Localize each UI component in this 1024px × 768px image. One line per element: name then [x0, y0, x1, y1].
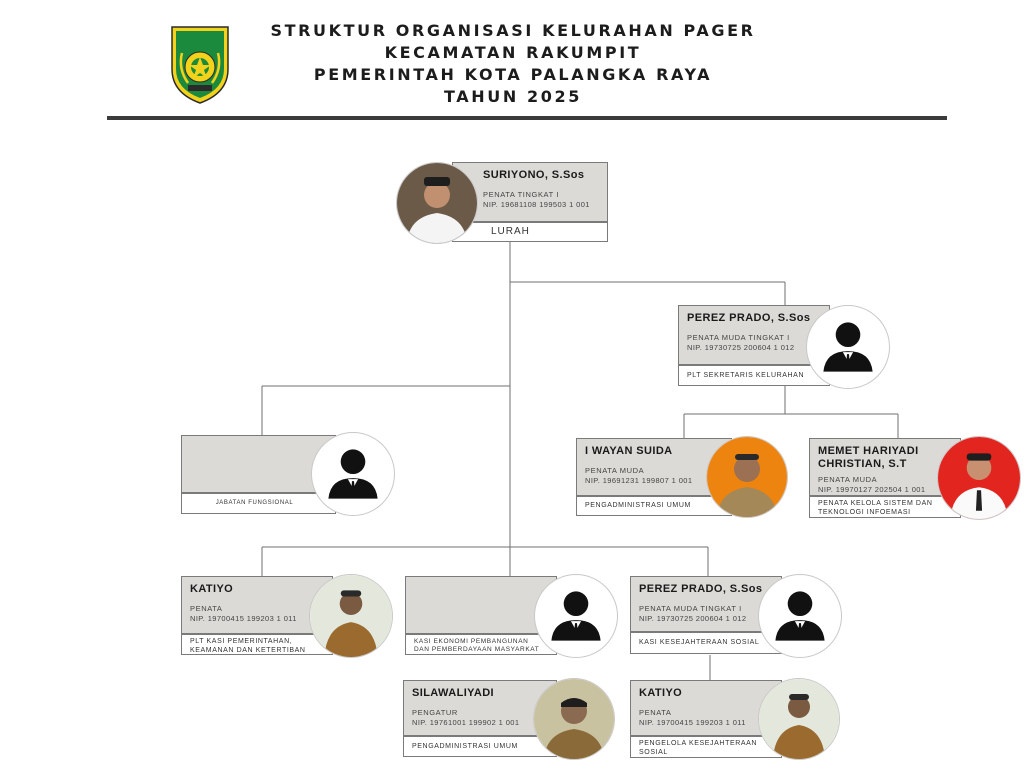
role-box: LURAH	[452, 222, 608, 242]
person-placeholder-icon	[806, 305, 890, 389]
role-line-1: PENATA KELOLA SISTEM DAN	[818, 500, 933, 507]
node-memet-hariyadi: MEMET HARIYADI CHRISTIAN, S.T PENATA MUD…	[809, 436, 1021, 520]
person-name: SILAWALIYADI	[412, 687, 495, 699]
person-rank: PENATA MUDA	[585, 466, 645, 475]
person-name: PEREZ PRADO, S.Sos	[687, 312, 811, 324]
name-box: SILAWALIYADI PENGATUR NIP. 19761001 1999…	[403, 680, 557, 736]
node-jabatan-fungsional: JABATAN FUNGSIONAL	[181, 432, 395, 516]
person-nip: NIP. 19730725 200604 1 012	[687, 343, 795, 352]
name-box: MEMET HARIYADI CHRISTIAN, S.T PENATA MUD…	[809, 438, 961, 496]
node-silawaliyadi: SILAWALIYADI PENGATUR NIP. 19761001 1999…	[403, 678, 615, 760]
person-nip: NIP. 19681108 199503 1 001	[483, 200, 590, 209]
role-line-2: SOSIAL	[639, 749, 668, 756]
person-nip: NIP. 19761001 199902 1 001	[412, 718, 520, 727]
role-line-2: DAN PEMBERDAYAAN MASYARKAT	[414, 646, 540, 653]
name-box: KATIYO PENATA NIP. 19700415 199203 1 011	[181, 576, 333, 634]
role-box: PENGADMINISTRASI UMUM	[403, 736, 557, 757]
role-box: PENGADMINISTRASI UMUM	[576, 496, 732, 516]
node-kasi-kesejahteraan-sosial: PEREZ PRADO, S.Sos PENATA MUDA TINGKAT I…	[630, 574, 842, 658]
person-nip: NIP. 19700415 199203 1 011	[190, 614, 297, 623]
photo-icon	[937, 436, 1021, 520]
name-box: PEREZ PRADO, S.Sos PENATA MUDA TINGKAT I…	[630, 576, 782, 632]
person-nip: NIP. 19691231 199807 1 001	[585, 476, 693, 485]
name-box: KATIYO PENATA NIP. 19700415 199203 1 011	[630, 680, 782, 736]
role-box: KASI EKONOMI PEMBANGUNAN DAN PEMBERDAYAA…	[405, 634, 557, 655]
node-kasi-ekonomi: KASI EKONOMI PEMBANGUNAN DAN PEMBERDAYAA…	[405, 574, 618, 658]
city-emblem-logo	[168, 23, 232, 105]
title-line-1: STRUKTUR ORGANISASI KELURAHAN PAGER	[270, 21, 756, 40]
role-box: PENATA KELOLA SISTEM DAN TEKNOLOGI INFOE…	[809, 496, 961, 518]
photo-icon	[309, 574, 393, 658]
person-nip: NIP. 19970127 202504 1 001	[818, 485, 926, 494]
person-rank: PENATA	[639, 708, 672, 717]
node-lurah: SURIYONO, S.Sos PENATA TINGKAT I NIP. 19…	[396, 162, 608, 244]
title-line-4: TAHUN 2025	[444, 87, 582, 106]
person-rank: PENATA MUDA TINGKAT I	[687, 333, 790, 342]
role-box: PLT KASI PEMERINTAHAN, KEAMANAN DAN KETE…	[181, 634, 333, 655]
role-box: PENGELOLA KESEJAHTERAAN SOSIAL	[630, 736, 782, 758]
photo-icon	[706, 436, 788, 518]
role-box: JABATAN FUNGSIONAL	[181, 493, 336, 514]
person-nip: NIP. 19730725 200604 1 012	[639, 614, 747, 623]
node-katiyo-pengelola-kesejahteraan: KATIYO PENATA NIP. 19700415 199203 1 011…	[630, 678, 842, 760]
title-line-2: KECAMATAN RAKUMPIT	[384, 43, 642, 62]
person-name: KATIYO	[190, 583, 234, 595]
person-name: SURIYONO, S.Sos	[483, 169, 585, 181]
role-box: PLT SEKRETARIS KELURAHAN	[678, 365, 830, 386]
person-rank: PENGATUR	[412, 708, 458, 717]
name-box: SURIYONO, S.Sos PENATA TINGKAT I NIP. 19…	[452, 162, 608, 222]
name-box	[181, 435, 336, 493]
header-divider	[107, 116, 947, 120]
role-line-1: KASI EKONOMI PEMBANGUNAN	[414, 638, 529, 645]
photo-icon	[396, 162, 478, 244]
person-rank: PENATA	[190, 604, 223, 613]
person-rank: PENATA MUDA	[818, 475, 878, 484]
person-rank: PENATA MUDA TINGKAT I	[639, 604, 742, 613]
role-line-1: PENGELOLA KESEJAHTERAAN	[639, 740, 758, 747]
role-line-1: PLT KASI PEMERINTAHAN,	[190, 638, 293, 645]
person-nip: NIP. 19700415 199203 1 011	[639, 718, 746, 727]
person-name: I WAYAN SUIDA	[585, 445, 673, 457]
person-placeholder-icon	[758, 574, 842, 658]
role-box: KASI KESEJAHTERAAN SOSIAL	[630, 632, 782, 654]
person-placeholder-icon	[534, 574, 618, 658]
person-name: KATIYO	[639, 687, 683, 699]
role-line-2: TEKNOLOGI INFOEMASI	[818, 509, 911, 516]
person-placeholder-icon	[311, 432, 395, 516]
title-line-3: PEMERINTAH KOTA PALANGKA RAYA	[313, 65, 713, 84]
node-katiyo-kasi-pemerintahan: KATIYO PENATA NIP. 19700415 199203 1 011…	[181, 574, 393, 658]
photo-icon	[533, 678, 615, 760]
person-name-line-2: CHRISTIAN, S.T	[818, 458, 907, 470]
person-rank: PENATA TINGKAT I	[483, 190, 560, 199]
node-i-wayan-suida: I WAYAN SUIDA PENATA MUDA NIP. 19691231 …	[576, 436, 788, 518]
chart-header: STRUKTUR ORGANISASI KELURAHAN PAGER KECA…	[200, 20, 826, 108]
person-name: PEREZ PRADO, S.Sos	[639, 583, 763, 595]
person-name: MEMET HARIYADI	[818, 445, 919, 457]
node-sekretaris: PEREZ PRADO, S.Sos PENATA MUDA TINGKAT I…	[678, 305, 890, 389]
role-line-2: KEAMANAN DAN KETERTIBAN	[190, 647, 306, 654]
photo-icon	[758, 678, 840, 760]
